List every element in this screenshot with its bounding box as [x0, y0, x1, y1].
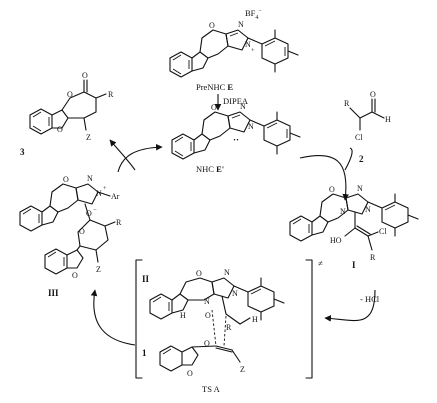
prenhc-n1-atom: N: [238, 20, 244, 29]
prenhc-counterion: BF4−: [245, 8, 262, 21]
product-z-group: Z: [86, 133, 91, 142]
breslow-n2-atom: N: [365, 205, 371, 214]
iii-z-group: Z: [96, 265, 101, 274]
carbene-lone-pair: ··: [233, 135, 239, 145]
breslow-r-group: R: [370, 253, 376, 262]
nhc-n2-atom: N: [248, 122, 254, 131]
intermediate-iii-structure: [19, 183, 116, 275]
iii-n2-atom: N: [96, 189, 102, 198]
ts-furan-o: O: [187, 369, 193, 378]
product-carbonyl-o: O: [82, 71, 88, 80]
breslow-n3-atom: N: [340, 207, 346, 216]
ts-o-atom: O: [196, 269, 202, 278]
dipea-label: DIPEA: [223, 96, 249, 106]
ts-h2-atom: H: [252, 315, 258, 324]
aldehyde-o-atom: O: [370, 90, 376, 99]
iii-r-group: R: [116, 218, 122, 227]
nhc-n1-atom: N: [240, 102, 246, 111]
aldehyde-number: 2: [359, 154, 364, 164]
aldehyde-2-structure: [349, 98, 385, 131]
ts-r-group: R: [226, 323, 232, 332]
prenhc-e-structure: [169, 29, 299, 78]
intermediate-iii-label: III: [48, 288, 59, 298]
product-r-group: R: [108, 90, 114, 99]
iii-to-product-arrow: [109, 139, 136, 171]
nhc-o-atom: O: [211, 103, 217, 112]
hcl-loss-label: - HCl: [360, 294, 380, 304]
breslow-ho-group: HO: [330, 236, 342, 245]
prenhc-o-atom: O: [209, 21, 215, 30]
aldehyde-h-atom: H: [385, 115, 391, 124]
iii-furan-o: O: [72, 271, 78, 280]
prenhc-n2-atom: N: [245, 40, 251, 49]
product-furan-o: O: [57, 125, 63, 134]
product-number: 3: [20, 147, 25, 157]
breslow-to-ts-arrow: [324, 289, 376, 322]
breslow-i-structure: [289, 193, 419, 251]
prenhc-plus-charge: +: [251, 47, 255, 54]
iii-n1-atom: N: [87, 174, 93, 183]
iii-o-atom: O: [63, 175, 69, 184]
ts-a-brackets: [135, 259, 313, 379]
iii-ring-o: O: [79, 227, 85, 236]
nhc-e-prime-structure: [171, 111, 301, 160]
ts-n1-atom: N: [224, 268, 230, 277]
aldehyde-cl-atom: Cl: [355, 133, 363, 142]
nhc-to-breslow-arrow: [299, 154, 350, 201]
nhc-e-prime-label: NHC E': [196, 164, 224, 174]
iii-minus-charge: −: [93, 207, 97, 214]
iii-to-nhc-arrow: [117, 143, 163, 173]
ts-enone-o: O: [204, 339, 210, 348]
ts-a-structure: [149, 277, 285, 372]
aldehyde-entry-curve: [344, 147, 353, 171]
breslow-o-atom: O: [329, 185, 335, 194]
ts-z-group: Z: [240, 365, 245, 374]
breslow-cl-atom: Cl: [379, 227, 387, 236]
prenhc-e-label: PreNHC E: [196, 82, 233, 92]
ts-double-dagger: ≠: [318, 258, 323, 268]
iii-plus-charge: +: [103, 185, 107, 192]
ts-bracket-ii-label: II: [142, 274, 150, 284]
ts-bracket-1-label: 1: [142, 348, 147, 358]
ts-n3-atom: N: [204, 297, 210, 306]
product-ring-o: O: [67, 90, 73, 99]
iii-ar-group: Ar: [111, 192, 120, 201]
ts-h-atom: H: [180, 311, 186, 320]
product-3-structure: [29, 79, 107, 135]
breslow-number: I: [352, 260, 356, 270]
aldehyde-r-group: R: [344, 99, 350, 108]
ts-to-iii-arrow: [90, 289, 136, 346]
ts-n2-atom: N: [232, 289, 238, 298]
ts-o-minus: O: [205, 311, 211, 320]
breslow-n1-atom: N: [357, 184, 363, 193]
iii-o-minus: O: [86, 209, 92, 218]
ts-a-label: TS A: [202, 384, 221, 394]
